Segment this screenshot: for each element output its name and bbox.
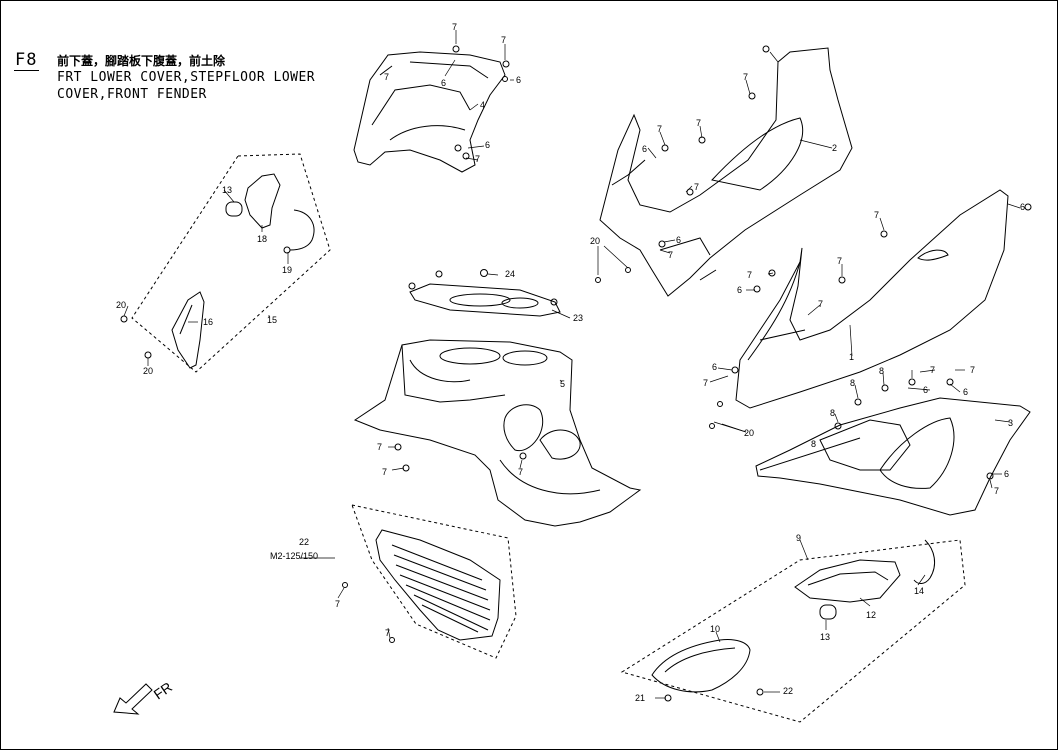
callout-1: 1 <box>849 352 854 362</box>
callout-18: 18 <box>257 234 267 244</box>
leader-lines <box>123 30 1021 699</box>
callout-21: 22 <box>299 537 309 547</box>
callout-7: 7 <box>994 486 999 496</box>
callout-7: 7 <box>384 72 389 82</box>
part-21-grille <box>375 529 501 641</box>
fasteners <box>120 45 1032 702</box>
callout-2: 2 <box>832 143 837 153</box>
callout-7: 7 <box>335 599 340 609</box>
callout-8: 8 <box>850 378 855 388</box>
callout-10: 10 <box>710 624 720 634</box>
callout-7: 7 <box>747 270 752 280</box>
callout-6: 6 <box>737 285 742 295</box>
callout-20: 20 <box>116 300 126 310</box>
model-note: M2-125/150 <box>270 551 318 561</box>
callout-16: 16 <box>203 317 213 327</box>
callout-5: 5 <box>560 379 565 389</box>
callout-20: 21 <box>635 693 645 703</box>
callout-7: 7 <box>385 628 390 638</box>
callout-6: 6 <box>963 387 968 397</box>
callout-8: 8 <box>830 408 835 418</box>
callout-22: 20 <box>744 428 754 438</box>
part-4-front-lower-cover <box>353 51 506 173</box>
part-1-side-cover <box>735 189 1009 409</box>
assembly-outlines <box>131 153 966 723</box>
callout-7: 7 <box>930 365 935 375</box>
title-english-line2: COVER,FRONT FENDER <box>57 87 207 102</box>
callout-22: 20 <box>590 236 600 246</box>
callout-8: 8 <box>811 439 816 449</box>
callout-6: 6 <box>642 144 647 154</box>
fr-label: FR <box>151 679 175 703</box>
callout-7: 7 <box>382 467 387 477</box>
callout-3: 3 <box>1008 418 1013 428</box>
part-16-reflector <box>171 291 205 369</box>
group-outline-9 <box>620 539 966 723</box>
callout-4: 4 <box>480 100 485 110</box>
callout-20: 20 <box>143 366 153 376</box>
callout-6: 6 <box>516 75 521 85</box>
callout-labels: 7 7 6 6 7 4 6 7 7 7 7 6 2 7 6 7 20 7 6 7… <box>116 22 1025 703</box>
callout-7: 7 <box>475 154 480 164</box>
callout-7: 7 <box>696 118 701 128</box>
part-23-tray <box>409 283 561 317</box>
callout-23: 23 <box>573 313 583 323</box>
callout-6: 6 <box>1004 469 1009 479</box>
callout-7: 7 <box>743 72 748 82</box>
part-12-lamp-unit <box>794 539 936 620</box>
callout-8: 8 <box>879 366 884 376</box>
callout-6: 6 <box>1020 202 1025 212</box>
callout-13: 13 <box>820 632 830 642</box>
group-outline-15 <box>131 153 331 373</box>
callout-7: 7 <box>970 365 975 375</box>
callout-6: 6 <box>485 140 490 150</box>
part-18-lamp-housing <box>225 173 315 254</box>
group-outline-21 <box>351 504 517 659</box>
callout-7: 7 <box>657 124 662 134</box>
callout-19: 19 <box>282 265 292 275</box>
part-2-front-cover-panel <box>599 47 853 297</box>
callout-7: 7 <box>818 299 823 309</box>
callout-6: 6 <box>676 235 681 245</box>
part-10-lens <box>651 639 751 693</box>
callout-7: 7 <box>452 22 457 32</box>
callout-9: 9 <box>796 533 801 543</box>
title-chinese: 前下蓋，腳踏板下腹蓋，前土除 <box>57 54 226 68</box>
part-5-inner-box <box>353 339 642 527</box>
fr-arrow <box>113 683 153 715</box>
callout-6: 6 <box>441 78 446 88</box>
callout-12: 12 <box>866 610 876 620</box>
callout-20: 22 <box>783 686 793 696</box>
title-english-line1: FRT LOWER COVER,STEPFLOOR LOWER <box>57 70 316 85</box>
callout-7: 7 <box>837 256 842 266</box>
figure-code: F8 <box>14 50 40 71</box>
callout-7: 7 <box>874 210 879 220</box>
callout-6: 7 <box>377 442 382 452</box>
part-3-stepfloor-lower-cover <box>755 397 1031 516</box>
callout-7: 7 <box>694 182 699 192</box>
callout-6: 6 <box>923 385 928 395</box>
callout-6: 7 <box>518 467 523 477</box>
callout-15: 15 <box>267 315 277 325</box>
callout-14: 14 <box>914 586 924 596</box>
callout-24: 24 <box>505 269 515 279</box>
callout-7: 7 <box>703 378 708 388</box>
callout-7: 7 <box>501 35 506 45</box>
callout-6: 6 <box>712 362 717 372</box>
callout-7: 7 <box>668 250 673 260</box>
callout-13: 13 <box>222 185 232 195</box>
